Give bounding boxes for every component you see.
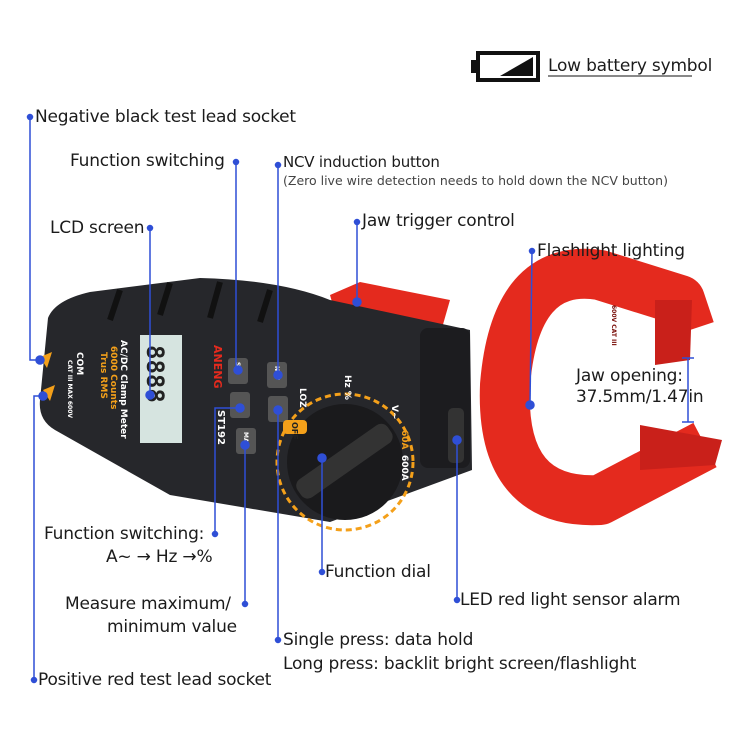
max-min-label-2: minimum value (107, 617, 237, 637)
com-label: COM (74, 352, 84, 375)
v-label: V~ (389, 405, 399, 420)
jaw-opening-value: 37.5mm/1.47in (576, 387, 704, 407)
function-switching-label: Function switching (70, 151, 225, 171)
led-alarm-label: LED red light sensor alarm (460, 590, 681, 610)
lcd-screen-label: LCD screen (50, 218, 145, 238)
com-socket-warning-icon (40, 352, 52, 368)
loz-label: LOZ (297, 388, 307, 408)
v-socket-warning-icon (43, 385, 55, 401)
jaw-trigger-label: Jaw trigger control (362, 211, 515, 231)
leader-lines (26, 113, 694, 684)
rms-label: Trus RMS (98, 352, 108, 399)
off-label: OFF (290, 422, 299, 440)
ncv-button-callout: NCV induction button (283, 153, 440, 171)
brand-logo: ANENG (211, 345, 224, 388)
hz-label: Hz % (342, 375, 352, 400)
battery-label: Low battery symbol (548, 56, 713, 76)
jaw-opening-title: Jaw opening: (576, 366, 683, 386)
jaw-rating-label: 600V CAT III (610, 305, 617, 346)
ncv-note: (Zero live wire detection needs to hold … (283, 173, 668, 188)
function-dial-label: Function dial (325, 562, 431, 582)
max-min-label-1: Measure maximum/ (65, 594, 231, 614)
flashlight-label: Flashlight lighting (537, 241, 685, 261)
a60-label: 60A (399, 430, 409, 450)
function-switching2-value: A~ → Hz →% (106, 547, 213, 567)
lcd-screen (140, 335, 182, 443)
function-switching2-title: Function switching: (44, 524, 205, 544)
max-button-label: MAX (242, 432, 249, 448)
hold-label-1: Single press: data hold (283, 630, 474, 650)
title-label: AC/DC Clamp Meter (118, 340, 128, 439)
cat-label: CAT III MAX 600V (66, 360, 73, 418)
lcd-digits: 8888 (141, 345, 169, 403)
a600-label: 600A (399, 455, 409, 481)
positive-socket-label: Positive red test lead socket (38, 670, 272, 690)
low-battery-icon (471, 51, 540, 82)
counts-label: 6000 Counts (108, 346, 118, 409)
model-label: ST192 (215, 410, 226, 445)
negative-socket-label: Negative black test lead socket (35, 107, 296, 127)
hold-label-2: Long press: backlit bright screen/flashl… (283, 654, 637, 674)
